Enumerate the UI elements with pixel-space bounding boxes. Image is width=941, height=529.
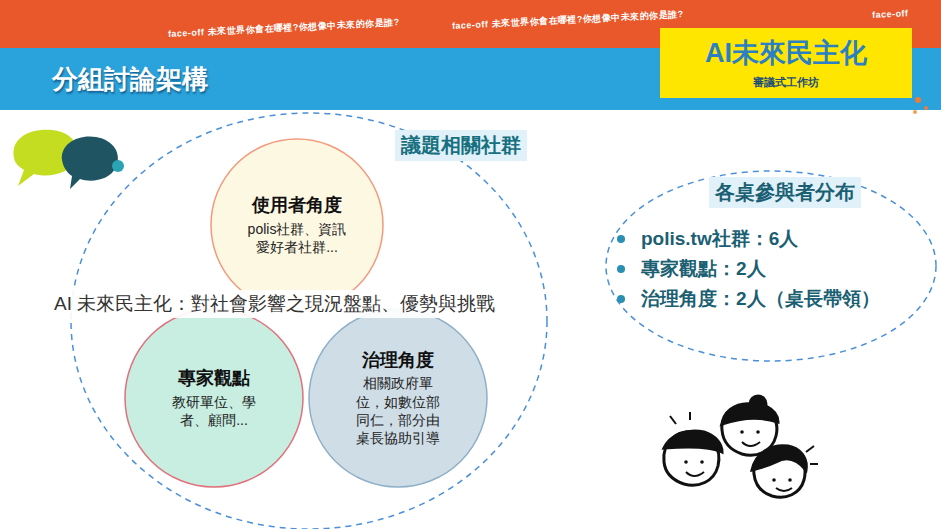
logo-box-content: AI未來民主化審議式工作坊 bbox=[660, 28, 912, 98]
face-middle bbox=[722, 396, 778, 455]
group-heading: 議題相關社群 bbox=[395, 130, 527, 161]
bullet-dot bbox=[617, 265, 625, 273]
distribution-ellipse: 各桌參與者分布 polis.tw社群：6人專家觀點：2人治理角度：2人（桌長帶領） bbox=[605, 170, 937, 362]
perspective-circle-content: 治理角度相關政府單位，如數位部同仁，部分由桌長協助引導 bbox=[308, 308, 488, 488]
circle-body: 教研單位、學者、顧問... bbox=[160, 393, 268, 429]
perspective-circle-shape bbox=[309, 309, 487, 487]
spark-lines bbox=[670, 412, 818, 464]
circle-body: polis社群、資訊愛好者社群... bbox=[241, 220, 353, 256]
group-heading: 各桌參與者分布 bbox=[709, 177, 861, 208]
people-faces bbox=[664, 396, 818, 497]
bullet-item: 專家觀點：2人 bbox=[641, 256, 766, 282]
bullet-dot bbox=[617, 235, 625, 243]
perspective-circle-shape bbox=[125, 309, 303, 487]
perspective-circle-shape bbox=[211, 139, 383, 311]
banner-slogan: face-off bbox=[872, 8, 909, 20]
bullet-item-row: 治理角度：2人（桌長帶領） bbox=[617, 286, 880, 312]
band-gap bbox=[0, 110, 941, 113]
logo-title: AI未來民主化 bbox=[705, 36, 867, 71]
distribution-ellipse-shape bbox=[606, 171, 936, 361]
bullet-item: polis.tw社群：6人 bbox=[641, 226, 798, 252]
perspective-circle-content: 專家觀點教研單位、學者、顧問... bbox=[124, 308, 304, 488]
bullet-dot bbox=[617, 295, 625, 303]
circle-body: 相關政府單位，如數位部同仁，部分由桌長協助引導 bbox=[350, 374, 446, 447]
speech-bubbles bbox=[13, 130, 124, 189]
face-left bbox=[664, 431, 722, 485]
perspective-circle-content: 使用者角度 polis社群、資訊愛好者社群... bbox=[210, 138, 384, 312]
logo-dots bbox=[913, 97, 928, 114]
community-ellipse-shape bbox=[71, 113, 547, 529]
circle-heading: 治理角度 bbox=[362, 349, 434, 372]
circle-heading: 專家觀點 bbox=[178, 367, 250, 390]
circle-heading: 使用者角度 bbox=[252, 194, 342, 217]
logo-box-shape bbox=[660, 28, 912, 98]
bullet-item-row: polis.tw社群：6人 bbox=[617, 226, 798, 252]
logo-subtitle: 審議式工作坊 bbox=[753, 75, 819, 89]
bullet-item-row: 專家觀點：2人 bbox=[617, 256, 766, 282]
theme-text: AI 未來民主化：對社會影響之現況盤點、優勢與挑戰 bbox=[52, 290, 497, 318]
face-right bbox=[752, 446, 806, 498]
group-heading-row: 各桌參與者分布 bbox=[709, 177, 861, 208]
logo-box: AI未來民主化審議式工作坊 bbox=[660, 28, 912, 98]
perspective-circle: 使用者角度 polis社群、資訊愛好者社群... bbox=[210, 138, 384, 312]
group-heading-row: 議題相關社群 bbox=[395, 130, 527, 161]
theme-text-row: AI 未來民主化：對社會影響之現況盤點、優勢與挑戰 bbox=[52, 290, 497, 318]
perspective-circle: 治理角度相關政府單位，如數位部同仁，部分由桌長協助引導 bbox=[308, 308, 488, 488]
page-title: 分組討論架構 bbox=[52, 62, 208, 97]
perspective-circle: 專家觀點教研單位、學者、顧問... bbox=[124, 308, 304, 488]
community-ellipse: 議題相關社群AI 未來民主化：對社會影響之現況盤點、優勢與挑戰使用者角度poli… bbox=[70, 112, 548, 529]
bullet-item: 治理角度：2人（桌長帶領） bbox=[641, 286, 880, 312]
